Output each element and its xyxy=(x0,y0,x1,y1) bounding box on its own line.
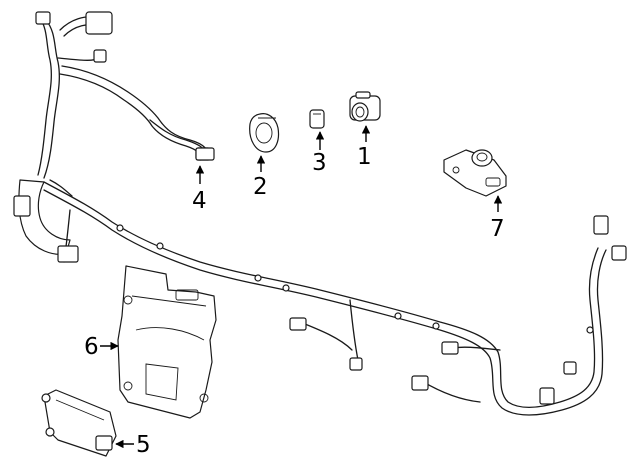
callout-6-label: 6 xyxy=(84,334,99,360)
callout-4: 4 xyxy=(192,165,207,214)
callout-1: 1 xyxy=(357,125,372,170)
part-3-clip xyxy=(309,109,325,129)
callout-2: 2 xyxy=(253,155,268,200)
callout-1-label: 1 xyxy=(357,144,372,170)
callout-3-label: 3 xyxy=(312,150,327,176)
callout-6: 6 xyxy=(84,334,119,360)
callout-7: 7 xyxy=(490,195,505,242)
part-7-camera xyxy=(443,149,507,197)
part-2-sensor-retainer xyxy=(249,113,280,153)
callout-3: 3 xyxy=(312,131,327,176)
callout-2-label: 2 xyxy=(253,174,268,200)
part-6-mounting-bracket xyxy=(117,265,217,419)
part-5-control-module xyxy=(41,389,117,457)
callout-5: 5 xyxy=(115,432,151,458)
callout-7-label: 7 xyxy=(490,216,505,242)
part-4-pigtail-harness xyxy=(149,119,215,161)
callout-4-label: 4 xyxy=(192,188,207,214)
callout-5-label: 5 xyxy=(136,432,151,458)
part-1-parking-sensor xyxy=(349,91,381,122)
main-wiring-harness xyxy=(13,11,627,416)
